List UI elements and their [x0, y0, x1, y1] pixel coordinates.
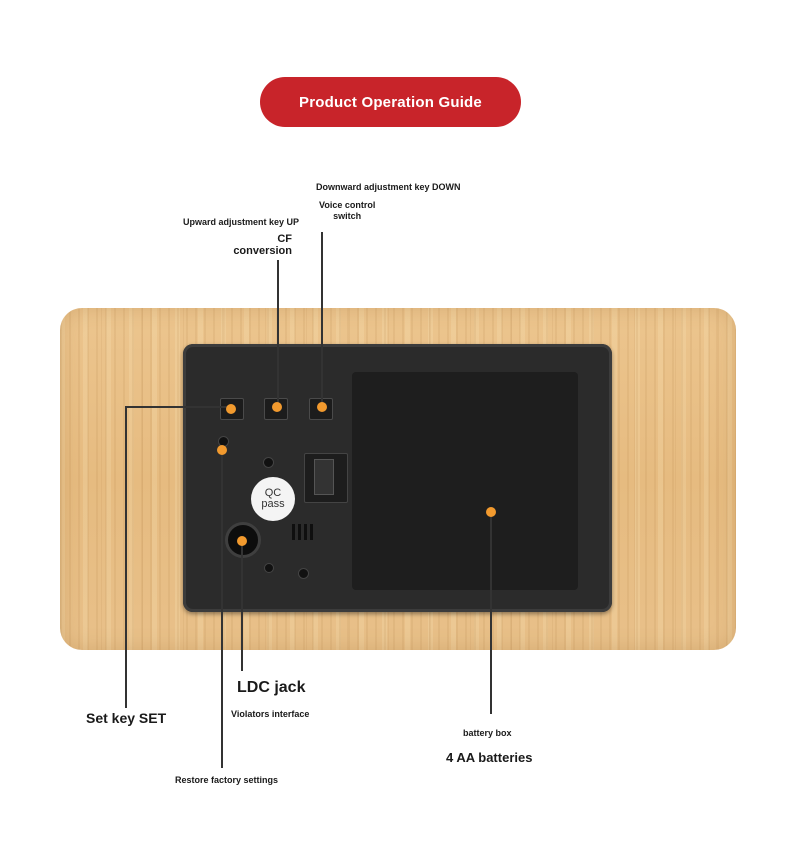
switch-knob: [314, 459, 334, 495]
label-up-key: Upward adjustment key UP: [183, 217, 300, 227]
battery-compartment: [352, 372, 578, 590]
screw-hole: [298, 568, 309, 579]
screw-hole: [264, 563, 274, 573]
marker-down: [317, 402, 327, 412]
label-restore: Restore factory settings: [175, 775, 279, 785]
vent-slot: [298, 524, 301, 540]
leader-line-up: [277, 260, 279, 407]
leader-line-restore: [221, 450, 223, 768]
page-title: Product Operation Guide: [260, 77, 521, 127]
screw-hole: [263, 457, 274, 468]
leader-line-jack: [241, 541, 243, 671]
qc-pass-sticker: QC pass: [251, 477, 295, 521]
marker-restore: [217, 445, 227, 455]
vent-slot: [310, 524, 313, 540]
qc-line-2: pass: [261, 498, 285, 510]
leader-line-battery: [490, 512, 492, 714]
marker-set: [226, 404, 236, 414]
qc-line-1: QC: [264, 487, 282, 499]
leader-line-set-h: [126, 406, 231, 408]
label-set-key: Set key SET: [86, 710, 167, 726]
vent-slot: [304, 524, 307, 540]
label-ldc-jack: LDC jack: [237, 679, 306, 696]
label-violators: Violators interface: [231, 709, 310, 719]
vent-slot: [292, 524, 295, 540]
label-batteries: 4 AA batteries: [446, 750, 533, 765]
label-voice-control: Voice control switch: [319, 200, 376, 221]
label-cf-conversion: CF conversion: [233, 233, 292, 257]
dc-jack: [225, 522, 261, 558]
leader-line-down: [321, 232, 323, 407]
marker-jack: [237, 536, 247, 546]
marker-up: [272, 402, 282, 412]
label-battery-box: battery box: [463, 728, 512, 738]
marker-battery: [486, 507, 496, 517]
label-down-key: Downward adjustment key DOWN: [316, 182, 461, 192]
leader-line-set-v: [125, 406, 127, 708]
